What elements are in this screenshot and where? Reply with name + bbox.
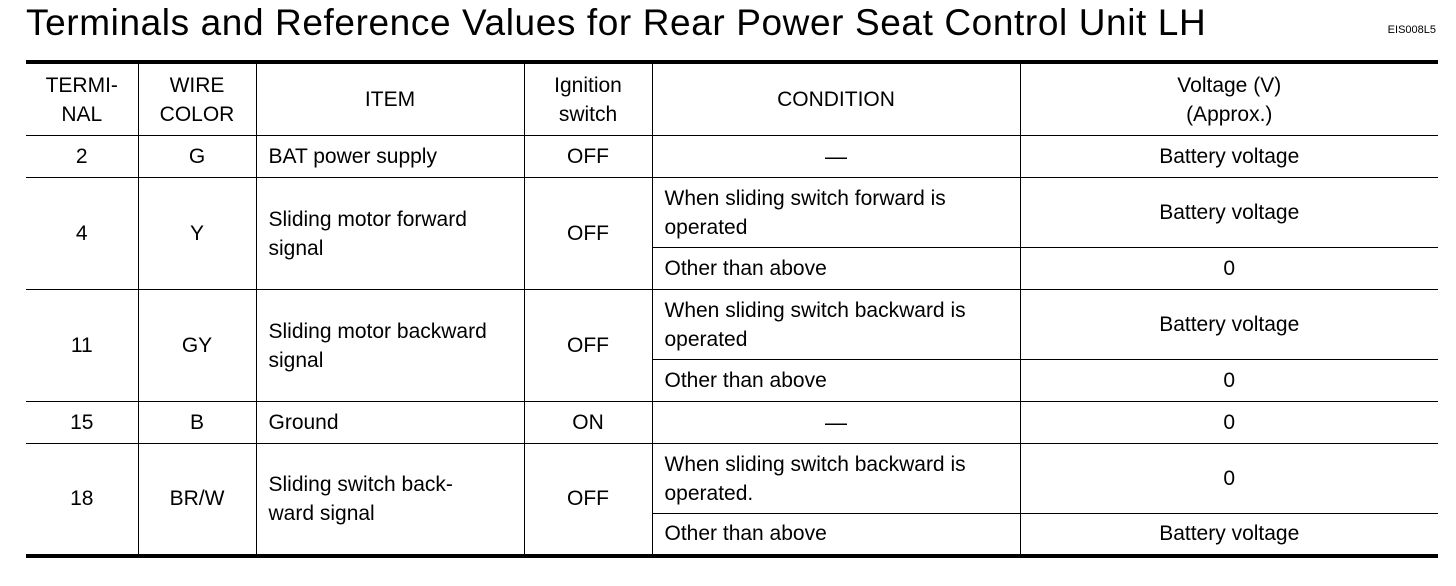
- wire-color-cell: GY: [137, 289, 257, 402]
- wire-color-cell: BR/W: [137, 443, 257, 556]
- wire-color-cell: B: [137, 401, 257, 444]
- table-row: Other than above Battery voltage: [26, 513, 1438, 556]
- item-cell: Ground: [255, 401, 525, 444]
- item-cell: BAT power supply: [255, 135, 525, 178]
- voltage-cell: Battery voltage: [1019, 135, 1438, 178]
- header-terminal: TERMI-NAL: [26, 61, 139, 136]
- page-title: Terminals and Reference Values for Rear …: [26, 2, 1207, 43]
- terminal-cell: 2: [26, 135, 139, 178]
- wire-color-cell: G: [137, 135, 257, 178]
- condition-cell: —: [651, 135, 1021, 178]
- terminal-cell: 11: [26, 289, 139, 402]
- ignition-cell: OFF: [523, 443, 653, 556]
- header-voltage: Voltage (V)(Approx.): [1019, 61, 1438, 136]
- table-row: 15 B Ground ON — 0: [26, 401, 1438, 444]
- header-item: ITEM: [255, 61, 525, 136]
- ignition-cell: OFF: [523, 135, 653, 178]
- document-code: EIS008L5: [1387, 24, 1436, 36]
- voltage-cell: 0: [1019, 247, 1438, 290]
- table-row: 18 BR/W Sliding switch back-ward signal …: [26, 443, 1438, 556]
- voltage-cell: Battery voltage: [1019, 177, 1438, 248]
- voltage-cell: Battery voltage: [1019, 289, 1438, 360]
- condition-cell: —: [651, 401, 1021, 444]
- ignition-cell: OFF: [523, 289, 653, 402]
- voltage-cell: 0: [1019, 443, 1438, 514]
- terminal-cell: 4: [26, 177, 139, 290]
- condition-cell: Other than above: [652, 359, 1021, 402]
- header-condition: CONDITION: [651, 61, 1021, 136]
- voltage-cell: 0: [1019, 359, 1438, 402]
- table-row: Other than above 0: [26, 247, 1438, 290]
- wire-color-cell: Y: [137, 177, 257, 290]
- ignition-cell: OFF: [523, 177, 653, 290]
- terminal-cell: 18: [26, 443, 139, 556]
- item-cell: Sliding switch back-ward signal: [255, 443, 525, 556]
- condition-cell: Other than above: [652, 513, 1021, 556]
- voltage-cell: Battery voltage: [1019, 513, 1438, 556]
- terminal-cell: 15: [26, 401, 139, 444]
- ignition-cell: ON: [523, 401, 653, 444]
- condition-cell: Other than above: [652, 247, 1021, 290]
- voltage-cell: 0: [1019, 401, 1438, 444]
- table-row: Other than above 0: [26, 359, 1438, 402]
- table-row: 2 G BAT power supply OFF — Battery volta…: [26, 135, 1438, 178]
